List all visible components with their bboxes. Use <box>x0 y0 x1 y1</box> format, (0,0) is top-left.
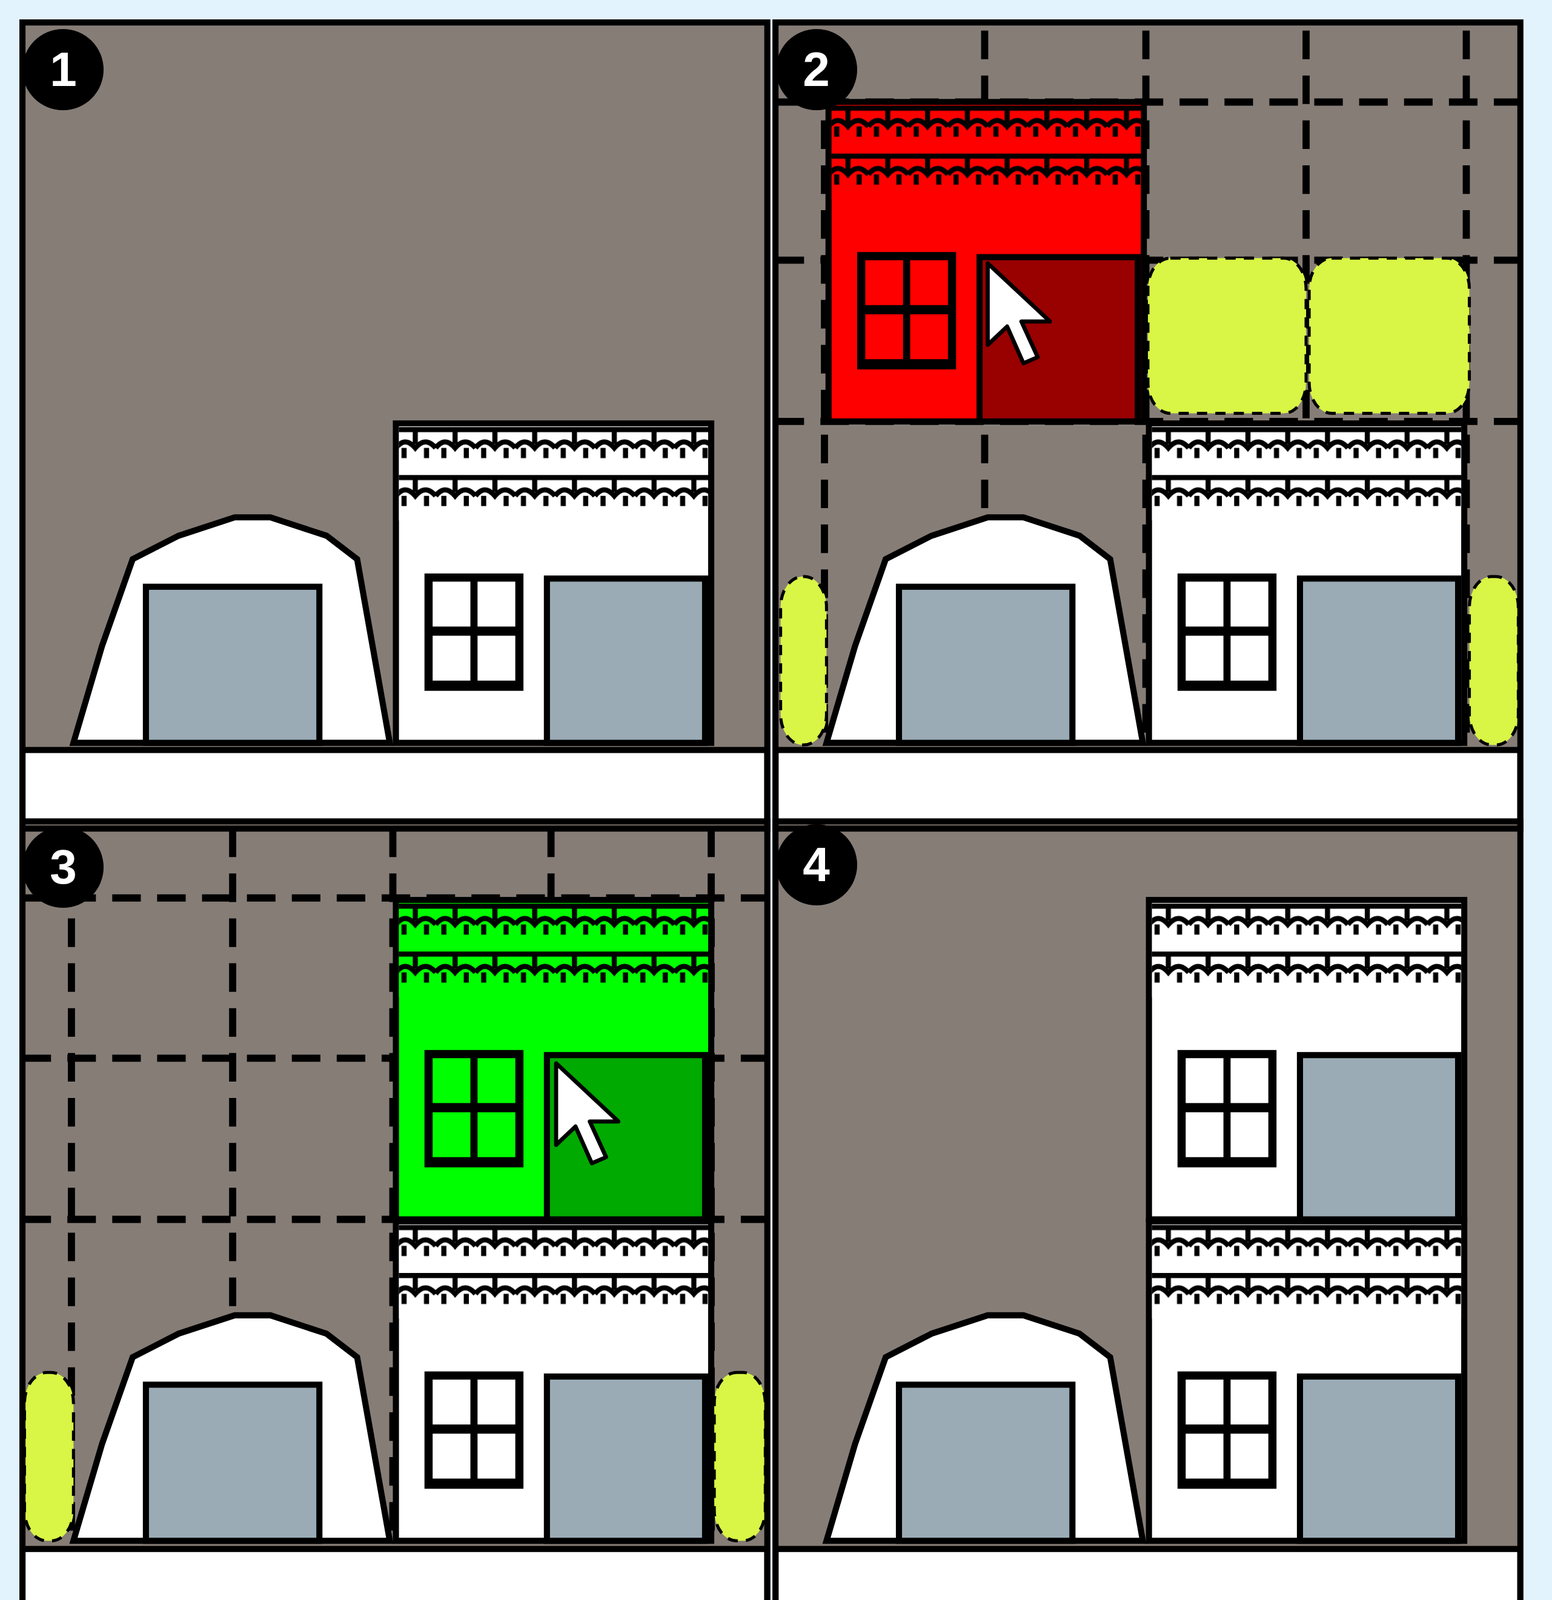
callout-number: 2 <box>776 29 858 111</box>
house <box>396 423 712 743</box>
house <box>828 101 1144 422</box>
callout-number: 4 <box>776 824 858 906</box>
hangar <box>73 517 390 743</box>
panel <box>775 22 1521 829</box>
panel <box>775 821 1521 1600</box>
house <box>1149 423 1465 743</box>
hangar <box>826 1315 1143 1542</box>
hangar <box>826 517 1143 743</box>
callout-number: 3 <box>22 826 104 909</box>
house <box>396 1221 712 1542</box>
mouse-cursor <box>556 1063 619 1164</box>
house <box>396 900 712 1220</box>
house <box>1149 1221 1465 1542</box>
house <box>1149 900 1465 1220</box>
callout-number: 1 <box>22 29 104 111</box>
hangar <box>73 1315 390 1542</box>
panel <box>22 22 768 829</box>
mouse-cursor <box>988 263 1051 364</box>
panel <box>22 821 768 1600</box>
